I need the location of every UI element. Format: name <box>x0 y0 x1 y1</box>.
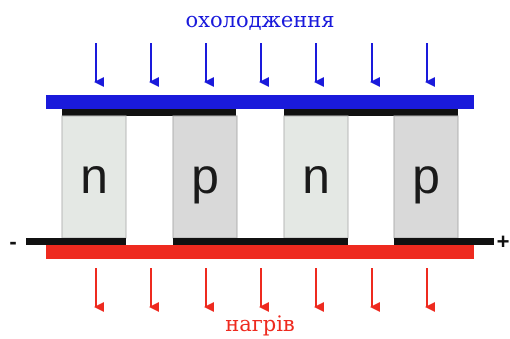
n-label: n <box>80 148 108 204</box>
cooling-arrows <box>94 43 435 87</box>
p-label: p <box>191 148 219 204</box>
top-contact <box>62 109 236 116</box>
bottom-contact <box>26 238 126 245</box>
hot-plate <box>46 245 474 259</box>
positive-terminal: + <box>497 229 510 254</box>
p-label: p <box>412 148 440 204</box>
bottom-contact <box>173 238 348 245</box>
p-element <box>172 115 238 239</box>
n-label: n <box>302 148 330 204</box>
p-element <box>393 115 459 239</box>
bottom-contact <box>394 238 494 245</box>
n-element <box>283 115 349 239</box>
heating-arrows <box>94 268 435 312</box>
negative-terminal: - <box>9 229 16 254</box>
heating-caption: нагрів <box>225 312 295 336</box>
cold-plate <box>46 95 474 109</box>
top-contact <box>284 109 458 116</box>
cooling-caption: охолодження <box>185 8 334 32</box>
